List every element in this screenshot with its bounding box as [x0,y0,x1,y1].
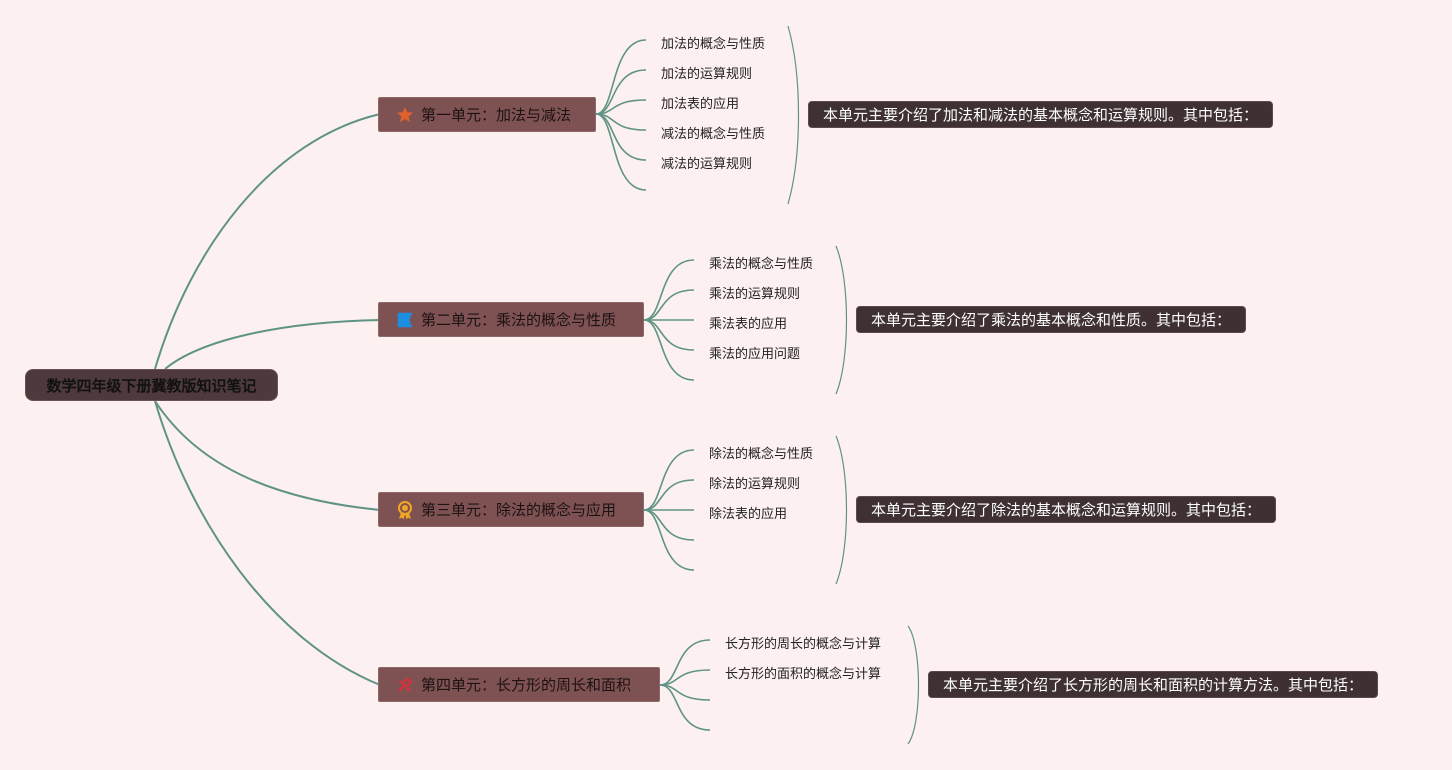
bracket-unit-4 [907,625,920,745]
unit-3-summary[interactable]: 本单元主要介绍了除法的基本概念和运算规则。其中包括： [856,496,1277,523]
link-root-unit-3 [154,400,381,511]
unit-1-item-4[interactable]: 减法的概念与性质 [661,127,766,142]
unit-2-item-4[interactable]: 乘法的应用问题 [709,347,801,362]
unit-4-item-2[interactable]: 长方形的面积的概念与计算 [725,667,882,682]
link-root-unit-1 [154,113,381,370]
unit-4-label: 第四单元：长方形的周长和面积 [421,676,632,694]
unit-1-item-5[interactable]: 减法的运算规则 [661,157,753,172]
unit-4-item-1[interactable]: 长方形的周长的概念与计算 [725,637,882,652]
bracket-unit-1 [787,25,800,205]
link-unit-4-child-1 [659,639,711,686]
unit-2-item-1[interactable]: 乘法的概念与性质 [709,257,814,272]
unit-1-label: 第一单元：加法与减法 [421,106,572,124]
unit-3-item-2[interactable]: 除法的运算规则 [709,477,801,492]
link-unit-3-child-5 [643,509,695,571]
link-root-unit-2 [164,319,381,370]
link-unit-1-child-2 [595,69,647,115]
link-unit-3-child-1 [643,449,695,511]
unit-2-summary[interactable]: 本单元主要介绍了乘法的基本概念和性质。其中包括： [856,306,1247,333]
link-root-unit-4 [154,400,381,686]
link-unit-3-child-2 [643,479,695,511]
link-unit-1-child-1 [595,39,647,115]
root-label: 数学四年级下册冀教版知识笔记 [46,376,257,395]
root-topic[interactable]: 数学四年级下册冀教版知识笔记 [25,369,278,401]
unit-1-topic[interactable]: 第一单元：加法与减法 [378,97,596,132]
tools-icon [395,675,415,695]
star-icon [395,105,415,125]
unit-2-label: 第二单元：乘法的概念与性质 [421,311,617,329]
link-unit-2-child-1 [643,259,695,321]
unit-2-topic[interactable]: 第二单元：乘法的概念与性质 [378,302,644,337]
link-unit-4-child-4 [659,684,711,731]
link-unit-2-child-2 [643,289,695,321]
unit-1-summary[interactable]: 本单元主要介绍了加法和减法的基本概念和运算规则。其中包括： [808,101,1274,128]
bracket-unit-2 [835,245,848,395]
unit-1-item-2[interactable]: 加法的运算规则 [661,67,753,82]
unit-1-item-3[interactable]: 加法表的应用 [661,97,740,112]
unit-3-topic[interactable]: 第三单元：除法的概念与应用 [378,492,644,527]
bracket-unit-3 [835,435,848,585]
unit-4-summary[interactable]: 本单元主要介绍了长方形的周长和面积的计算方法。其中包括： [928,671,1379,698]
unit-2-item-3[interactable]: 乘法表的应用 [709,317,788,332]
unit-3-item-1[interactable]: 除法的概念与性质 [709,447,814,462]
unit-2-item-2[interactable]: 乘法的运算规则 [709,287,801,302]
link-unit-2-child-5 [643,319,695,381]
link-unit-1-child-5 [595,113,647,161]
medal-icon [395,500,415,520]
flag-icon [395,310,415,330]
link-unit-1-child-6 [595,113,647,191]
unit-3-item-3[interactable]: 除法表的应用 [709,507,788,522]
unit-3-label: 第三单元：除法的概念与应用 [421,501,617,519]
unit-4-topic[interactable]: 第四单元：长方形的周长和面积 [378,667,660,702]
unit-1-item-1[interactable]: 加法的概念与性质 [661,37,766,52]
